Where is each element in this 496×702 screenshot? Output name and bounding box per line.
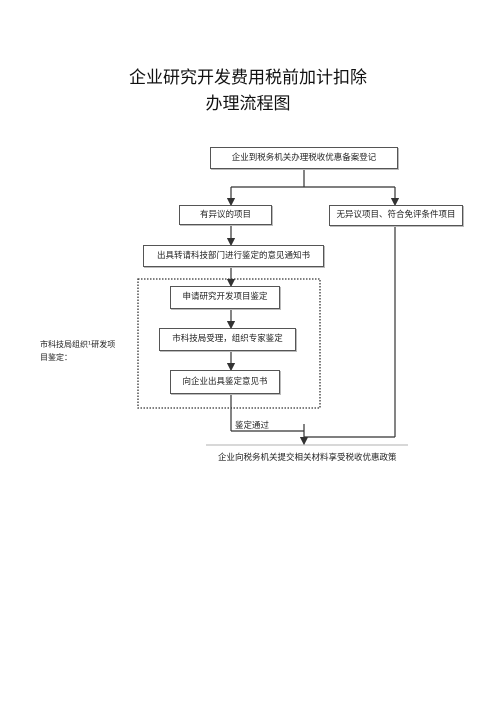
step-register-box: 企业到税务机关办理税收优惠备案登记: [210, 147, 398, 169]
branch-undisputed-box: 无异议项目、符合免评条件项目: [329, 205, 463, 226]
side-note: 市科技局组织¹研发项 目鉴定：: [40, 338, 115, 364]
step-accept-box: 市科技局受理，组织专家鉴定: [159, 328, 296, 351]
step-apply-box: 申请研究开发项目鉴定: [170, 286, 280, 309]
page-title-line-2: 办理流程图: [205, 94, 291, 114]
step-notice-box: 出具转请科技部门进行鉴定的意见通知书: [143, 245, 324, 267]
step-final-label: 企业向税务机关提交相关材料享受税收优惠政策: [218, 452, 397, 463]
side-note-line-2: 目鉴定：: [40, 353, 72, 362]
page-title-line-1: 企业研究开发费用税前加计扣除: [129, 68, 367, 88]
step-pass-label: 鉴定通过: [235, 420, 270, 431]
side-note-line-1: 市科技局组织¹研发项: [40, 340, 116, 349]
step-opinion-box: 向企业出具鉴定意见书: [170, 370, 280, 394]
branch-disputed-box: 有异议的项目: [179, 205, 272, 225]
